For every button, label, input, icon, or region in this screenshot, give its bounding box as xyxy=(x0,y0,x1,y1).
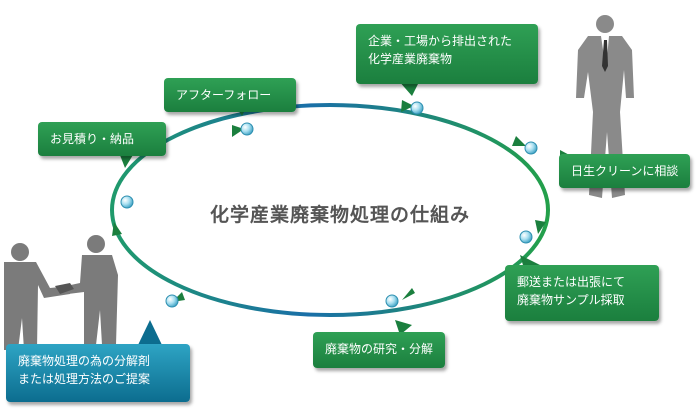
cycle-nodes xyxy=(120,101,538,308)
cycle-arrows xyxy=(112,100,546,302)
step-step5-line2: または処理方法のご提案 xyxy=(18,372,151,386)
node-step7 xyxy=(240,122,254,136)
node-step2 xyxy=(524,141,538,155)
step-step6-line1: お見積り・納品 xyxy=(50,132,135,146)
arrow-icon xyxy=(535,220,546,234)
step-step3-line1: 郵送または出張にて xyxy=(517,275,626,289)
step-step1-line1: 企業・工場から排出された xyxy=(368,34,513,48)
node-step5 xyxy=(165,294,179,308)
step-step2-line1: 日生クリーンに相談 xyxy=(571,164,679,178)
arrow-icon xyxy=(112,222,122,236)
step-step5: 廃棄物処理の為の分解剤 または処理方法のご提案 xyxy=(6,344,190,402)
arrow-icon xyxy=(402,288,415,300)
step-step1: 企業・工場から排出された 化学産業廃棄物 xyxy=(356,24,538,84)
node-step1 xyxy=(410,101,424,115)
step-step3-line2: 廃棄物サンプル採取 xyxy=(517,293,625,307)
pointer-step5 xyxy=(138,320,162,345)
node-step3 xyxy=(519,230,533,244)
node-step6 xyxy=(120,195,134,209)
arrow-icon xyxy=(512,136,526,146)
step-step5-line1: 廃棄物処理の為の分解剤 xyxy=(18,354,151,368)
step-step6: お見積り・納品 xyxy=(38,122,166,156)
arrow-icon xyxy=(401,100,414,112)
step-step7: アフターフォロー xyxy=(164,78,296,112)
diagram-title: 化学産業廃棄物処理の仕組み xyxy=(209,204,470,226)
step-step4: 廃棄物の研究・分解 xyxy=(313,332,446,368)
step-step4-line1: 廃棄物の研究・分解 xyxy=(325,342,434,356)
cycle-ring xyxy=(110,103,550,317)
pointer-step1 xyxy=(398,80,420,96)
pointer-step4 xyxy=(395,320,412,335)
step-step3: 郵送または出張にて 廃棄物サンプル採取 xyxy=(505,265,659,321)
step-step2: 日生クリーンに相談 xyxy=(559,154,691,188)
step-step7-line1: アフターフォロー xyxy=(176,88,272,102)
handshake-figures xyxy=(4,235,118,350)
node-step4 xyxy=(385,294,399,308)
step-step1-line2: 化学産業廃棄物 xyxy=(368,52,453,66)
